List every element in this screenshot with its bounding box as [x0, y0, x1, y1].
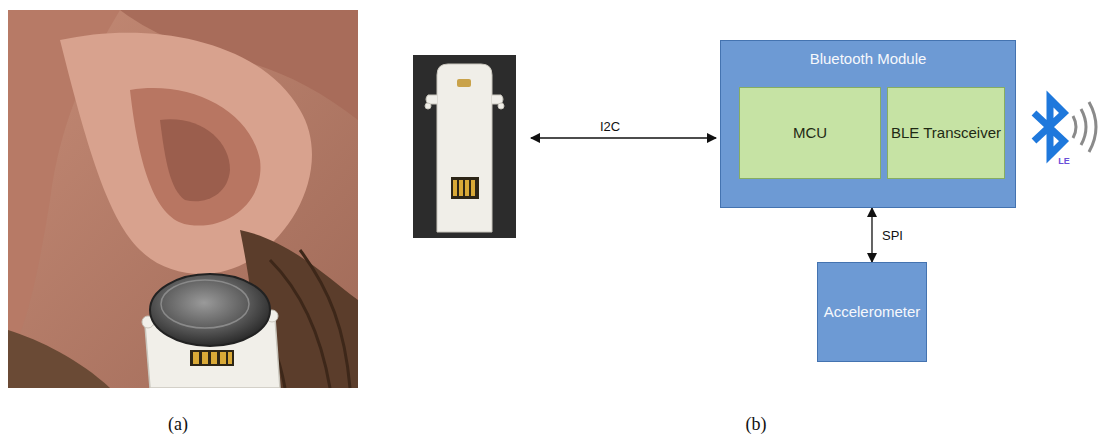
component-name: BLE Transceiver — [891, 124, 1001, 142]
panel-label: (b) — [746, 414, 767, 435]
logo-text: LE — [1058, 156, 1070, 166]
module-heading: Bluetooth Module — [810, 50, 927, 68]
module-box: Bluetooth ModuleMCU BLE Transceiver — [720, 40, 1016, 208]
ear-photo — [8, 10, 358, 388]
component-box: Accelerometer — [817, 262, 928, 362]
bus-arrow — [871, 208, 872, 262]
bus-label: I2C — [600, 119, 620, 134]
bus-label: SPI — [880, 228, 905, 243]
component-name: MCU — [793, 124, 827, 142]
bluetooth-logo — [1034, 99, 1096, 155]
component-box: MCU — [739, 87, 881, 179]
component-name: Accelerometer — [824, 303, 921, 321]
bus-arrow — [531, 137, 716, 138]
panel-label: (a) — [168, 414, 188, 435]
component-box: BLE Transceiver — [887, 87, 1005, 179]
device-photo — [413, 55, 516, 238]
